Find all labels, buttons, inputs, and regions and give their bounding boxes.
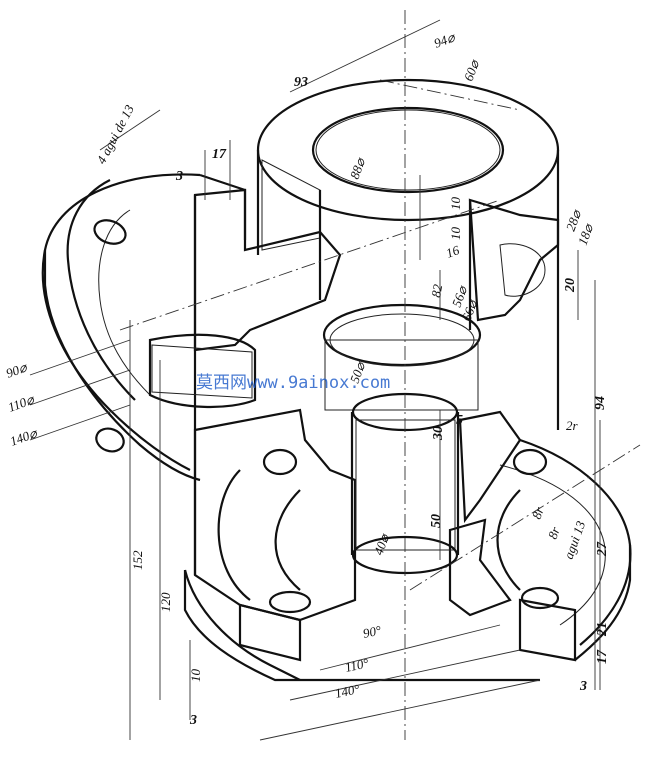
dim-88-diameter: 88⌀ [347, 155, 369, 181]
dim-56-diameter: 56⌀ [449, 283, 471, 309]
dim-40-diameter: 40⌀ [371, 531, 393, 557]
dim-60-diameter: 60⌀ [461, 57, 483, 83]
dim-50-diameter: 50⌀ [347, 359, 369, 385]
radius-2: 2r [566, 418, 579, 433]
bolt-hole-upper [93, 219, 127, 245]
dim-140-bottom: 140° [334, 681, 361, 701]
dim-94-diameter: 94⌀ [432, 29, 458, 51]
main-body [148, 190, 560, 601]
dim-10-b: 10 [448, 227, 463, 241]
dim-140-diameter: 140⌀ [8, 425, 40, 449]
top-collar [256, 78, 560, 255]
dim-94: 94 [593, 396, 608, 410]
dim-10-bottom: 10 [188, 669, 203, 683]
dim-28-diameter: 28⌀ [563, 207, 585, 233]
radius-8-a: 8r [529, 504, 547, 521]
dimension-lines [29, 19, 601, 741]
holes-note-2: agui 13 [561, 518, 589, 561]
dim-93: 93 [294, 75, 308, 90]
dim-82: 82 [428, 283, 445, 299]
dim-5: 5 [456, 413, 463, 428]
holes-note: 4 agui de 13 [93, 102, 137, 167]
dim-18-diameter: 18⌀ [575, 221, 597, 247]
dim-50: 50 [429, 514, 444, 528]
dim-3-bottom-left: 3 [189, 713, 197, 728]
bolt-hole-lower [95, 427, 125, 453]
dim-110-diameter: 110⌀ [6, 391, 37, 415]
upper-flange [41, 173, 247, 482]
dim-20: 20 [563, 278, 578, 293]
center-lines [119, 10, 641, 740]
dim-27: 27 [595, 541, 610, 557]
dim-10-a: 10 [448, 197, 463, 211]
dim-16: 16 [444, 242, 462, 261]
lower-flange [183, 438, 632, 682]
dim-17-bottom: 17 [595, 649, 610, 664]
dim-30: 30 [431, 426, 446, 441]
watermark: 莫西网www.9ainox.com [196, 373, 390, 393]
dim-21: 21 [595, 622, 610, 637]
radius-8-b: 8r [545, 524, 563, 541]
dim-66-diameter: 66⌀ [459, 297, 481, 323]
dim-90-diameter: 90⌀ [4, 359, 30, 381]
dim-3-top: 3 [175, 169, 183, 184]
dim-17: 17 [212, 147, 227, 162]
dim-90-bottom: 90° [362, 622, 383, 640]
section-faces [193, 188, 560, 622]
dim-3-bottom-right: 3 [579, 679, 587, 694]
dim-152: 152 [130, 550, 145, 570]
dim-110-bottom: 110° [344, 655, 370, 675]
dim-120: 120 [158, 592, 173, 612]
